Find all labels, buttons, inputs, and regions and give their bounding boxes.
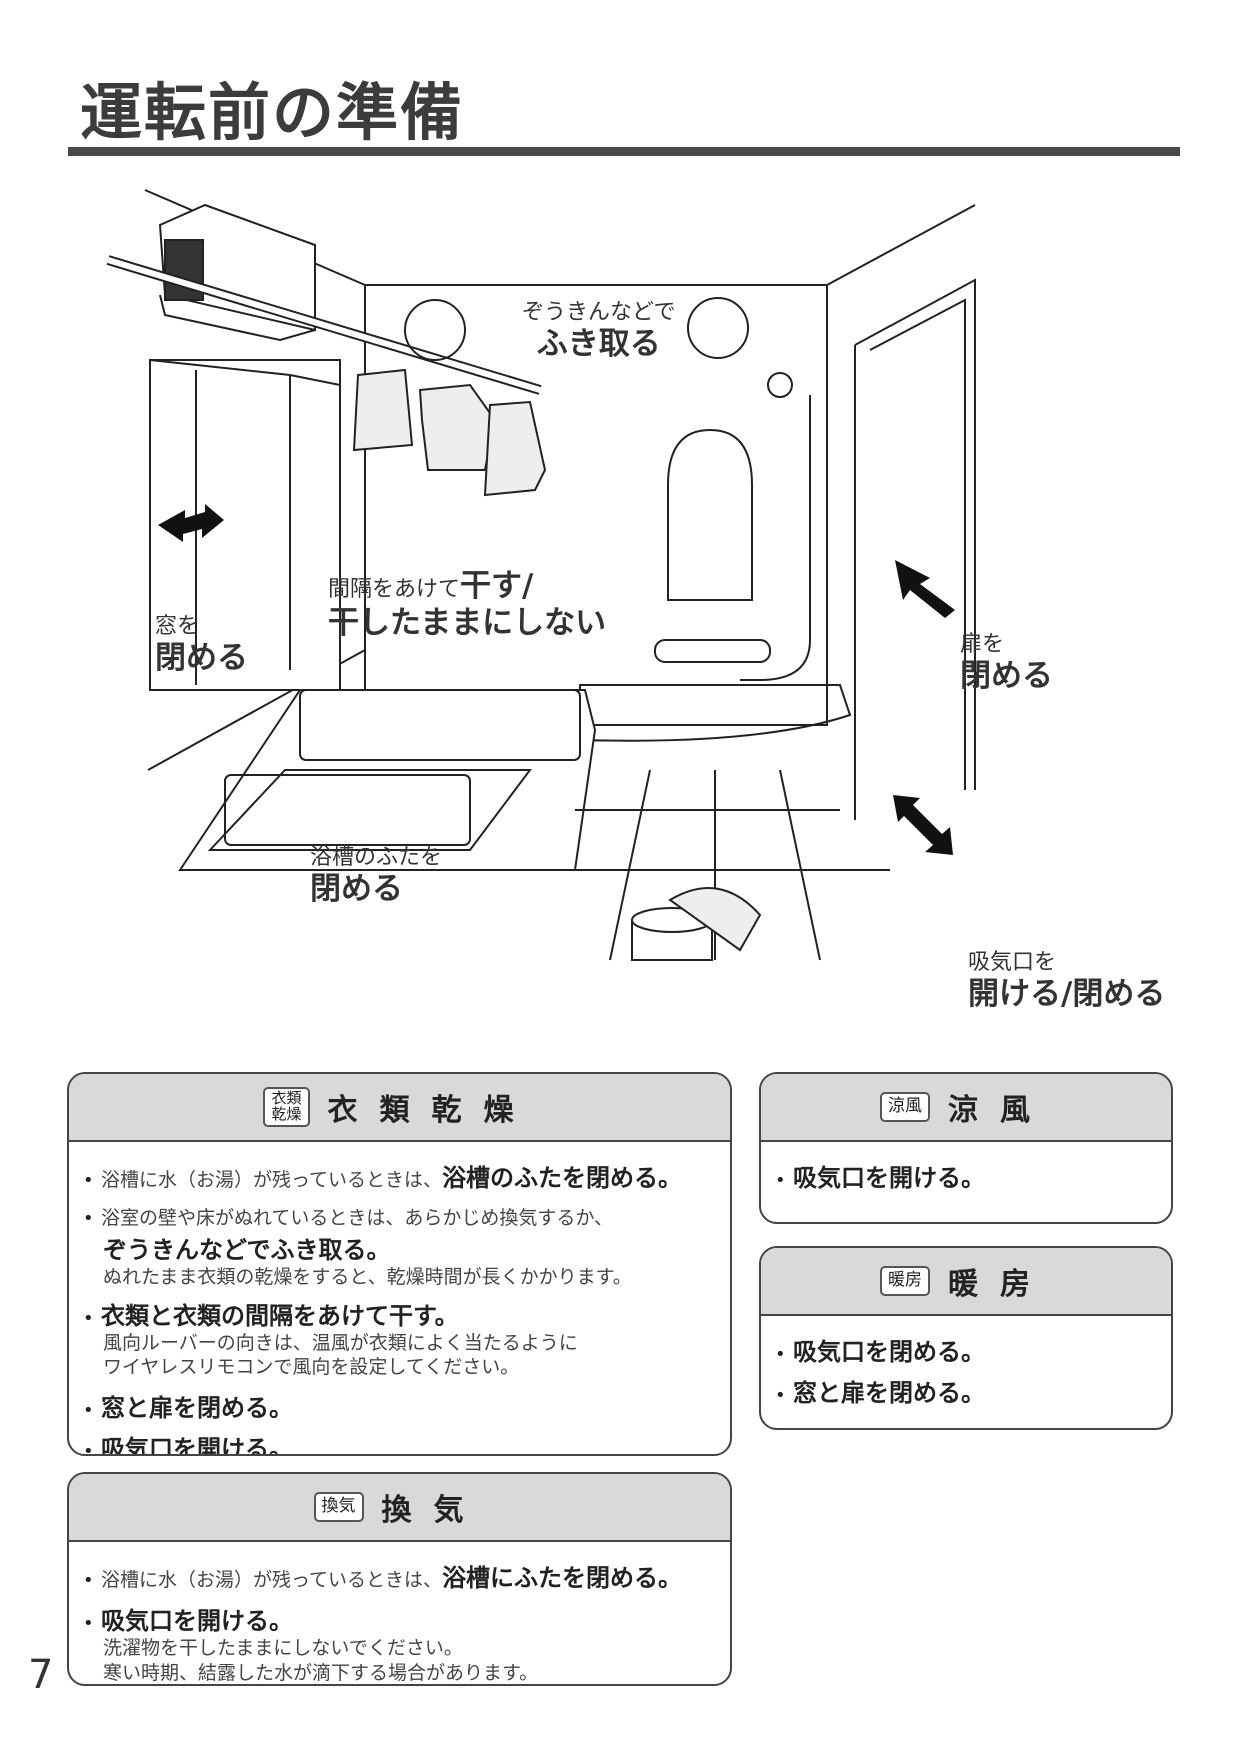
list-item: •窓と扉を閉める。 [83,1394,293,1423]
door-label: 扉を 閉める [960,632,1053,695]
heating-button-icon: 暖房 [880,1266,930,1296]
list-item: •衣類と衣類の間隔をあけて干す。 風向ルーバーの向きは、温風が衣類によく当たるよ… [83,1301,578,1379]
cool-breeze-button-icon: 涼風 [880,1092,930,1122]
list-item: •吸気口を開ける。 洗濯物を干したままにしないでください。 寒い時期、結露した水… [83,1607,539,1684]
ventilation-header: 換気 換気 [69,1474,730,1542]
clothes-drying-header: 衣類乾燥 衣類乾燥 [69,1074,730,1142]
title-rule [68,147,1180,156]
ventilation-button-icon: 換気 [313,1492,364,1522]
page-title: 運転前の準備 [80,76,465,149]
list-item: •浴室の壁や床がぬれているときは、あらかじめ換気するか、 ぞうきんなどでふき取る… [83,1207,632,1288]
intake-label: 吸気口を 開ける/閉める [968,950,1166,1013]
cool-breeze-header: 涼風 涼風 [761,1074,1171,1142]
list-item: •浴槽に水（お湯）が残っているときは、浴槽にふたを閉める。 [83,1564,683,1592]
bathroom-illustration [106,189,976,961]
ventilation-section: 換気 換気 •浴槽に水（お湯）が残っているときは、浴槽にふたを閉める。 •吸気口… [67,1472,732,1686]
list-item: •浴槽に水（お湯）が残っているときは、浴槽のふたを閉める。 [83,1164,683,1192]
clothes-drying-button-icon: 衣類乾燥 [263,1087,310,1127]
spacing-label: 間隔をあけて干す/ 干したままにしない [328,568,607,641]
window-label: 窓を 閉める [155,614,248,677]
bathtub-lid-label: 浴槽のふたを 閉める [310,845,443,908]
page-number: 7 [28,1652,54,1698]
list-item: •吸気口を開ける。 [83,1435,293,1456]
heating-section: 暖房 暖房 •吸気口を閉める。 •窓と扉を閉める。 [759,1246,1173,1430]
cool-breeze-section: 涼風 涼風 •吸気口を開ける。 [759,1072,1173,1224]
wipe-label: ぞうきんなどで ふき取る [522,300,676,363]
list-item: •吸気口を開ける。 [775,1164,985,1192]
heating-header: 暖房 暖房 [761,1248,1171,1316]
clothes-drying-section: 衣類乾燥 衣類乾燥 •浴槽に水（お湯）が残っているときは、浴槽のふたを閉める。 … [67,1072,732,1456]
list-item: •窓と扉を閉める。 [775,1379,985,1407]
list-item: •吸気口を閉める。 [775,1338,985,1366]
